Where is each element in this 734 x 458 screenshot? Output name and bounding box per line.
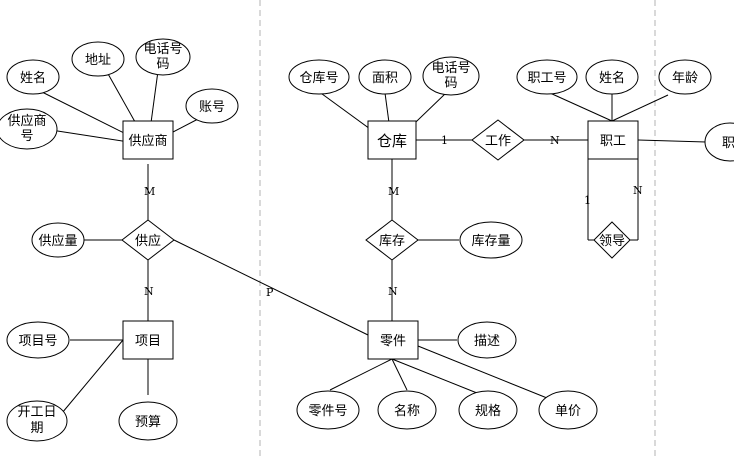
attr-stock-qty: 库存量 xyxy=(459,221,523,259)
attr-supplier-address: 地址 xyxy=(71,41,125,77)
attr-supplier-phone: 电话号 码 xyxy=(135,38,191,76)
svg-text:姓名: 姓名 xyxy=(20,70,46,86)
card-work-employee: N xyxy=(550,134,560,147)
entity-project-label: 项目 xyxy=(135,334,161,349)
attr-project-start: 开工日 期 xyxy=(6,400,68,442)
card-stock-part: N xyxy=(388,285,398,298)
svg-text:描述: 描述 xyxy=(474,334,500,349)
attr-part-name: 名称 xyxy=(377,390,437,430)
attr-warehouse-phone: 电话号 码 xyxy=(422,56,480,96)
svg-text:项目号: 项目号 xyxy=(18,334,57,349)
svg-text:开工日: 开工日 xyxy=(17,405,56,420)
card-supply-project: N xyxy=(144,285,154,298)
card-lead-right: N xyxy=(633,184,643,197)
svg-text:电话号: 电话号 xyxy=(431,61,470,76)
svg-text:仓库号: 仓库号 xyxy=(299,70,338,86)
attr-part-desc: 描述 xyxy=(457,321,517,359)
attr-employee-age: 年龄 xyxy=(658,59,712,95)
attr-supply-qty: 供应量 xyxy=(31,222,85,258)
svg-text:地址: 地址 xyxy=(85,53,111,68)
entity-part: 零件 xyxy=(367,320,419,360)
card-supplier-supply: M xyxy=(144,185,155,198)
attr-part-no: 零件号 xyxy=(296,390,360,430)
relationship-supply-label: 供应 xyxy=(135,233,161,249)
attr-part-spec: 规格 xyxy=(458,390,518,430)
attr-part-price: 单价 xyxy=(538,390,598,430)
attr-warehouse-area: 面积 xyxy=(358,59,412,95)
attr-project-no: 项目号 xyxy=(6,321,70,359)
entity-supplier: 供应商 xyxy=(122,120,174,160)
svg-text:库存量: 库存量 xyxy=(471,233,510,249)
svg-text:规格: 规格 xyxy=(475,403,501,419)
svg-text:码: 码 xyxy=(156,57,169,72)
entity-employee: 职工 xyxy=(587,120,639,160)
attr-project-budget: 预算 xyxy=(118,401,178,441)
svg-text:年龄: 年龄 xyxy=(672,71,698,86)
svg-text:单价: 单价 xyxy=(555,404,581,419)
svg-text:零件号: 零件号 xyxy=(308,404,347,419)
svg-text:姓名: 姓名 xyxy=(599,70,625,86)
attr-employee-no: 职工号 xyxy=(516,59,578,95)
relationship-lead-label: 领导 xyxy=(599,234,625,249)
svg-text:供应商: 供应商 xyxy=(7,113,46,129)
svg-text:职: 职 xyxy=(722,136,734,151)
relationship-stock: 库存 xyxy=(365,219,419,261)
attr-supplier-no: 供应商 号 xyxy=(0,108,58,150)
svg-text:面积: 面积 xyxy=(372,71,398,86)
relationship-supply: 供应 xyxy=(121,219,175,261)
card-lead-left: 1 xyxy=(584,194,591,207)
svg-text:预算: 预算 xyxy=(135,415,161,430)
svg-text:名称: 名称 xyxy=(394,403,420,419)
relationship-lead: 领导 xyxy=(593,221,631,259)
card-warehouse-stock: M xyxy=(388,185,399,198)
svg-text:供应量: 供应量 xyxy=(38,233,77,249)
relationship-work-label: 工作 xyxy=(485,134,511,149)
svg-text:职工号: 职工号 xyxy=(527,71,566,86)
card-supply-part: P xyxy=(266,286,274,299)
attr-employee-partial: 职 xyxy=(704,122,734,162)
svg-text:账号: 账号 xyxy=(199,100,225,115)
card-warehouse-work: 1 xyxy=(441,134,448,147)
entity-warehouse: 仓库 xyxy=(367,120,417,160)
entity-supplier-label: 供应商 xyxy=(128,133,167,149)
attr-supplier-account: 账号 xyxy=(185,88,239,124)
svg-text:号: 号 xyxy=(20,129,33,144)
attr-supplier-name: 姓名 xyxy=(6,59,60,95)
attr-employee-name: 姓名 xyxy=(585,59,639,95)
svg-text:码: 码 xyxy=(444,76,457,91)
svg-text:期: 期 xyxy=(30,421,43,436)
entity-warehouse-label: 仓库 xyxy=(377,132,407,150)
entity-employee-label: 职工 xyxy=(600,134,626,149)
relationship-stock-label: 库存 xyxy=(379,233,405,249)
attr-warehouse-no: 仓库号 xyxy=(288,59,350,95)
entity-project: 项目 xyxy=(122,320,174,360)
entity-part-label: 零件 xyxy=(380,334,406,349)
svg-text:电话号: 电话号 xyxy=(143,42,182,57)
relationship-work: 工作 xyxy=(471,119,525,161)
